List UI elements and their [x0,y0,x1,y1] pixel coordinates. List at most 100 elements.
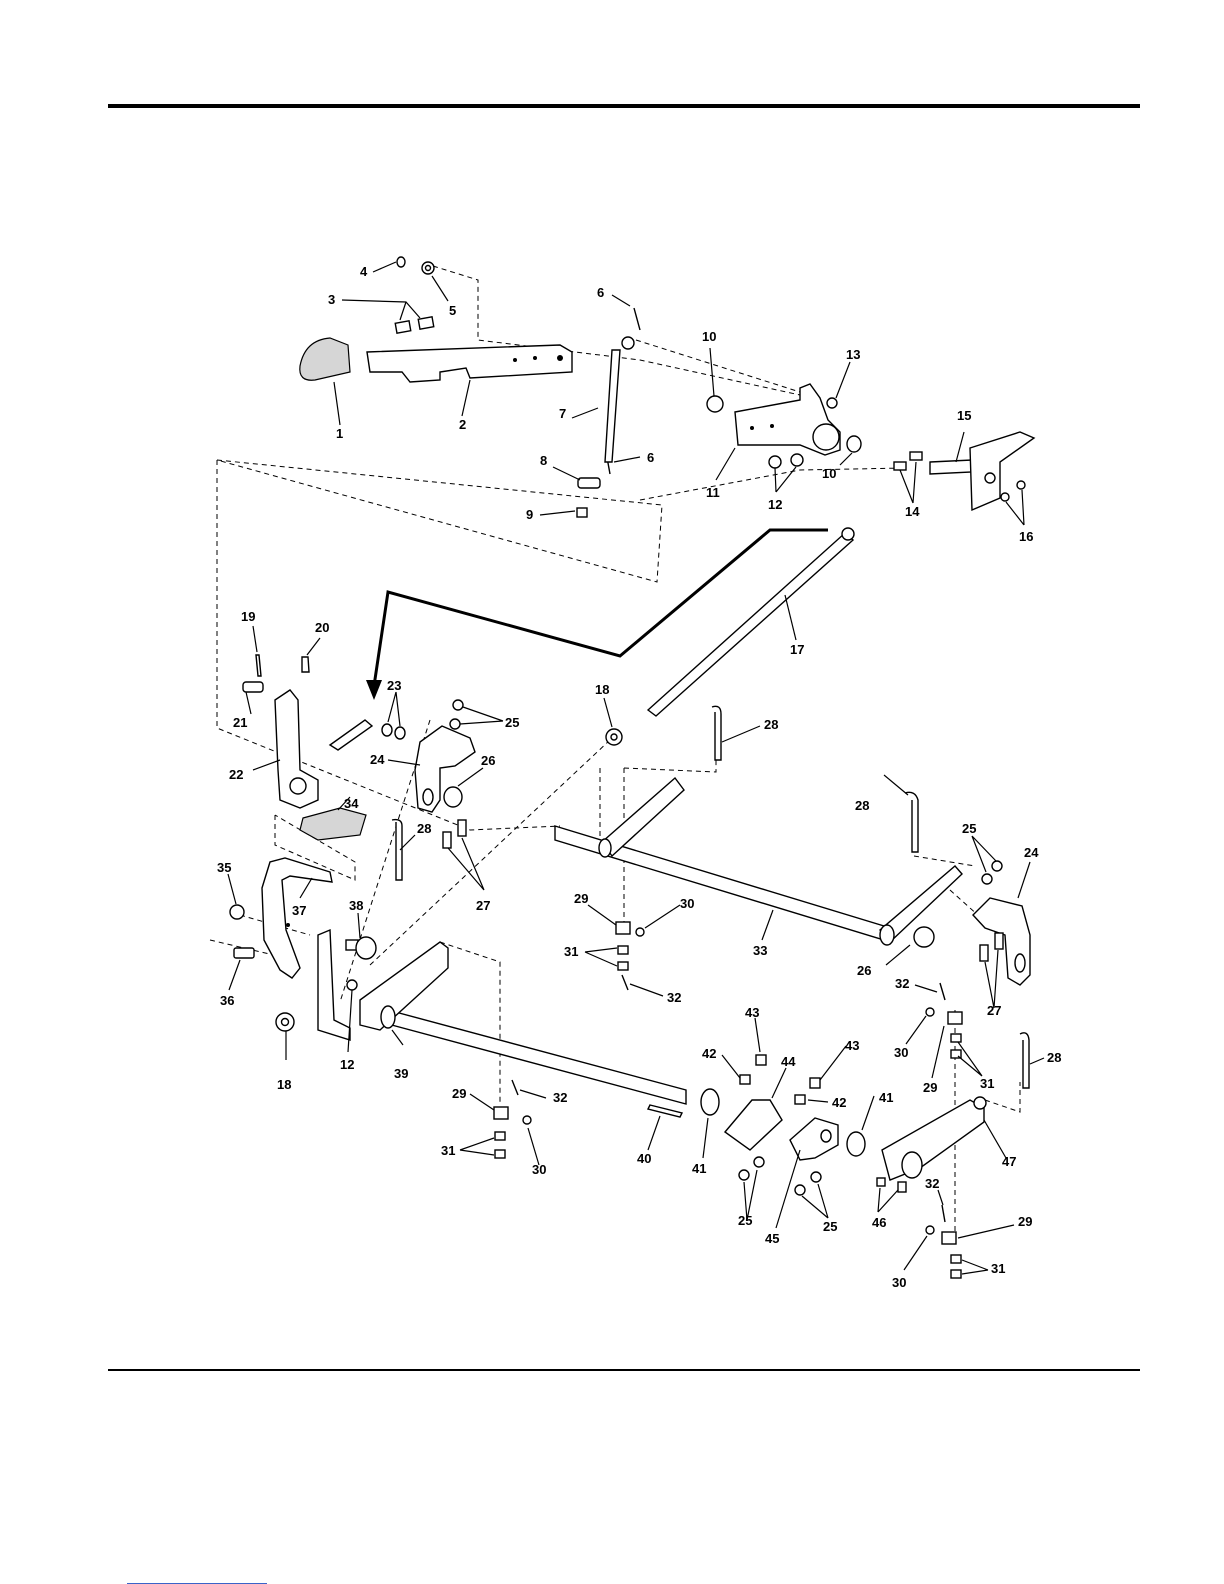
callout-25-bottom-right: 25 [823,1219,837,1234]
callout-41-left: 41 [692,1161,706,1176]
part-40-key [648,1105,682,1117]
callout-6-lower: 6 [647,450,654,465]
callout-30-upper: 30 [680,896,694,911]
part-38-bushing [346,937,376,959]
callout-21: 21 [233,715,247,730]
part-13-nut [827,398,837,408]
callout-43-left: 43 [745,1005,759,1020]
part-18-bushing-lower [276,1013,294,1031]
part-19-pin [256,655,261,676]
callout-8: 8 [540,453,547,468]
part-15-shaft-bracket [930,432,1034,510]
callout-28-upper: 28 [764,717,778,732]
callout-30-lower: 30 [532,1162,546,1177]
callout-31-lower: 31 [441,1143,455,1158]
callout-35: 35 [217,860,231,875]
callout-29-upper: 29 [574,891,588,906]
part-22-pivot-arm [275,690,318,808]
callout-9: 9 [526,507,533,522]
callout-29-right: 29 [923,1080,937,1095]
part-20-pin [302,657,309,672]
callout-31-upper: 31 [564,944,578,959]
part-34-pedal-pad [300,808,366,840]
part-29-30-31-32-bottom-hardware [926,1205,961,1278]
part-29-30-31-32-right-hardware [926,983,962,1058]
callout-28-left: 28 [417,821,431,836]
callout-26-left: 26 [481,753,495,768]
part-9-nut [577,508,587,517]
callout-32-upper: 32 [667,990,681,1005]
callout-25-bottom-left: 25 [738,1213,752,1228]
callout-28-far-right: 28 [1047,1050,1061,1065]
callout-28-right: 28 [855,798,869,813]
callout-42-right: 42 [832,1095,846,1110]
part-25-nuts-right [982,861,1002,884]
part-26-bushing-right [914,927,934,947]
part-21-clevis-pin [243,682,263,692]
callout-13: 13 [846,347,860,362]
callout-19: 19 [241,609,255,624]
callout-18-upper: 18 [595,682,609,697]
callout-27-left: 27 [476,898,490,913]
callout-43-right: 43 [845,1038,859,1053]
callout-47: 47 [1002,1154,1016,1169]
callout-34: 34 [344,796,359,811]
callout-45: 45 [765,1231,779,1246]
part-28-rod-right [905,792,918,852]
part-8-pin [578,478,600,488]
callout-25-right: 25 [962,821,976,836]
part-36-bolt [234,948,254,958]
callout-41-right: 41 [879,1090,893,1105]
callout-40: 40 [637,1151,651,1166]
callout-39: 39 [394,1066,408,1081]
callout-33: 33 [753,943,767,958]
callout-3: 3 [328,292,335,307]
callout-17: 17 [790,642,804,657]
callout-25-upper: 25 [505,715,519,730]
callout-20: 20 [315,620,329,635]
callout-6-top: 6 [597,285,604,300]
callout-11: 11 [706,485,720,500]
callout-29-bottom: 29 [1018,1214,1032,1229]
part-23-pin-washer [330,720,405,750]
part-4-retaining-ring [397,257,405,267]
part-7-link-rod [605,337,634,462]
callout-27-right: 27 [987,1003,1001,1018]
callout-31-right: 31 [980,1076,994,1091]
callout-46: 46 [872,1215,886,1230]
callout-10-top: 10 [702,329,716,344]
callout-10-lower: 10 [822,466,836,481]
callout-15: 15 [957,408,971,423]
part-11-lift-bracket [735,384,840,455]
part-1-handle-grip [300,338,350,380]
callout-22: 22 [229,767,243,782]
part-45-bracket [790,1118,838,1160]
callout-32-right: 32 [895,976,909,991]
part-25-nuts-bottom [739,1157,821,1195]
part-14-bolts [894,452,922,470]
callout-24-left: 24 [370,752,385,767]
callout-24-right: 24 [1024,845,1039,860]
callout-4: 4 [360,264,368,279]
part-12-nuts-top [769,454,803,468]
part-47-lift-arm [882,1097,986,1180]
part-44-bracket [725,1100,782,1150]
callout-7: 7 [559,406,566,421]
callout-26-right: 26 [857,963,871,978]
callout-1: 1 [336,426,343,441]
part-3-bolts [395,317,434,333]
part-27-bolts-right [980,933,1003,961]
part-26-bushing-left [444,787,462,807]
callout-44: 44 [781,1054,796,1069]
part-29-30-31-32-upper-hardware [616,922,644,990]
callout-14: 14 [905,504,920,519]
part-35-nut [230,905,244,919]
callout-32-bottom: 32 [925,1176,939,1191]
part-33-upper-lift-shaft [555,778,962,945]
callout-37: 37 [292,903,306,918]
part-41-bushing-right [847,1132,865,1156]
part-12-nut-lower [347,980,357,990]
callout-30-right: 30 [894,1045,908,1060]
part-17-long-rod [648,528,854,716]
callout-30-bottom: 30 [892,1275,906,1290]
